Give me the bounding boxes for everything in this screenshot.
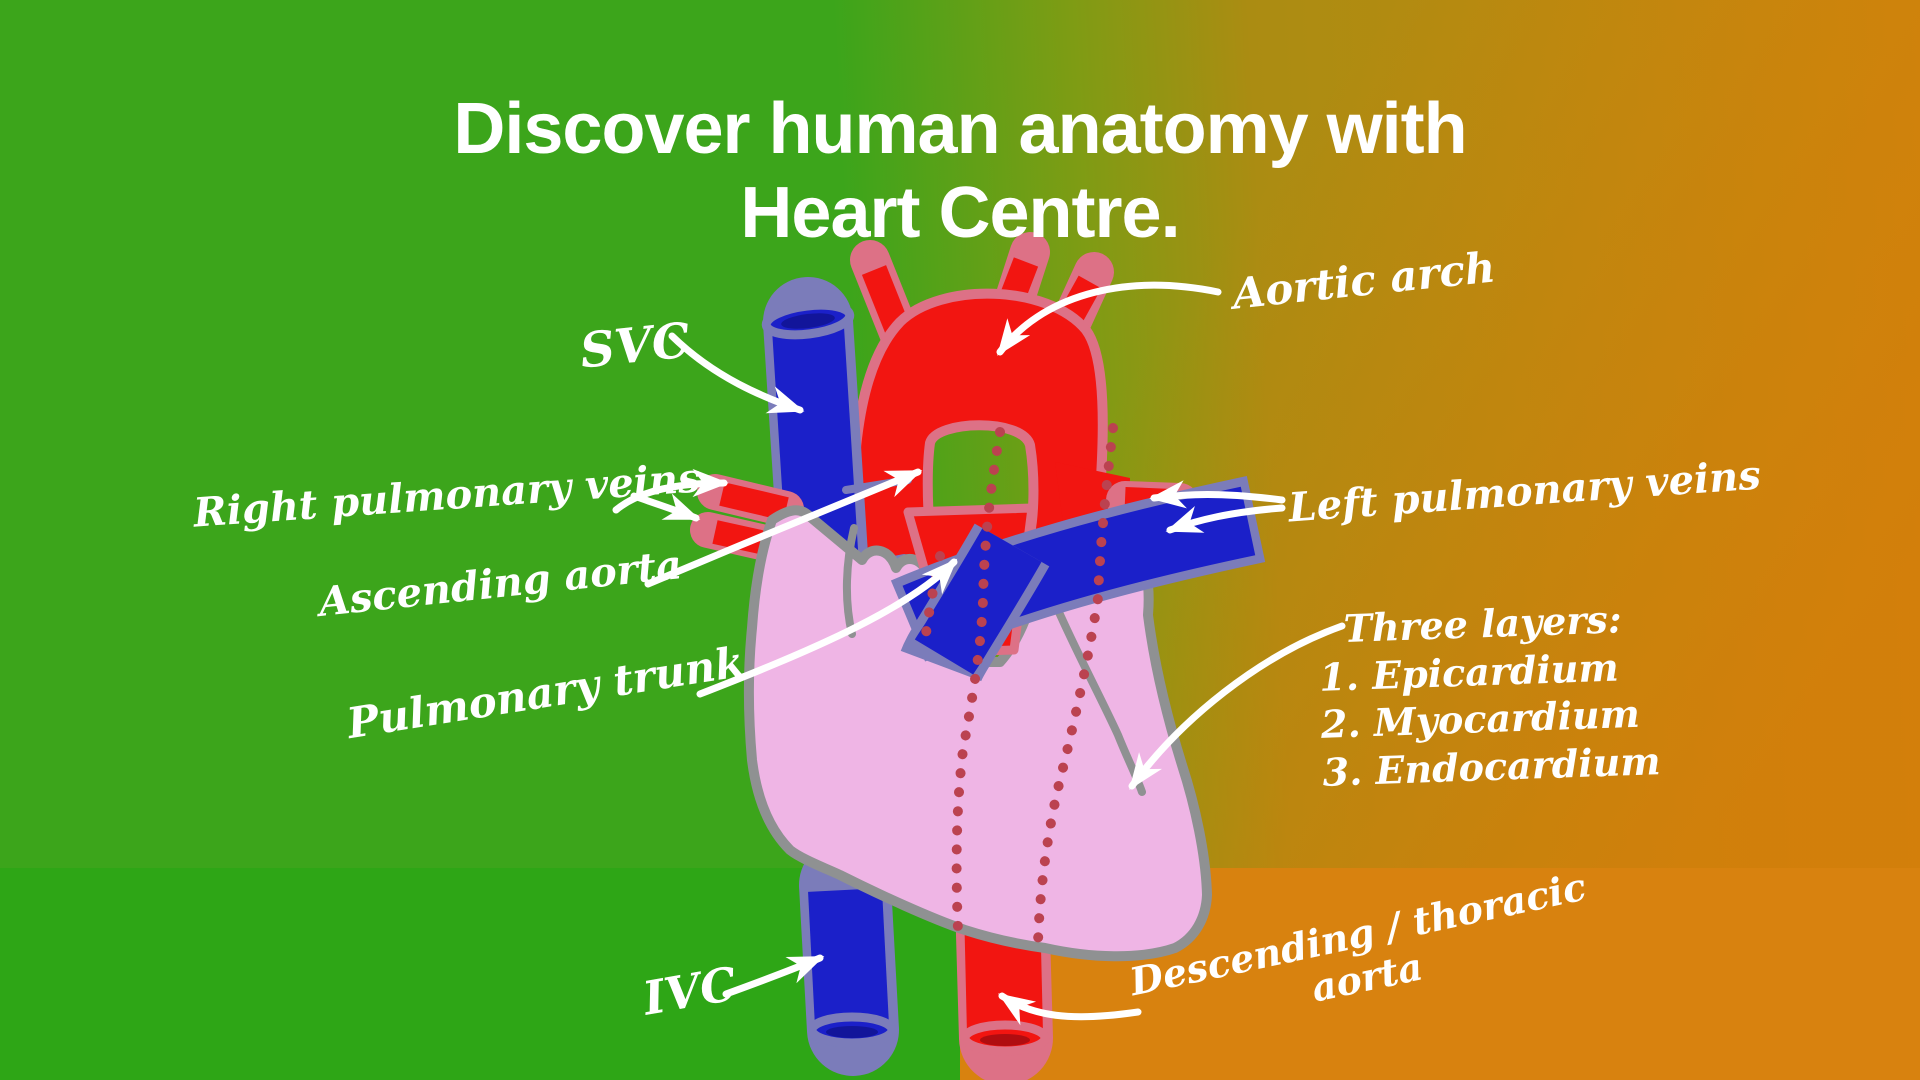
poster-title-line1: Discover human anatomy with [453,89,1467,169]
arrow-left-pulmonary-veins-lower [1165,504,1286,534]
arrow-aortic-arch [996,281,1222,356]
arrow-three-layers [1128,622,1346,790]
coronary-dotted-lines [920,423,1118,947]
label-svc: SVC [577,312,693,380]
arrow-right-pulmonary-veins-lower [630,492,701,522]
arrow-left-pulmonary-veins-upper [1149,480,1286,509]
arrow-right-pulmonary-veins-upper [612,468,729,514]
poster-title: Discover human anatomy with Heart Centre… [0,88,1920,255]
arrow-svc [668,332,805,414]
ivc-vessel [799,839,899,1076]
annotation-arrows [612,281,1346,1026]
arrow-pulmonary-trunk [696,558,958,698]
arrow-ascending-aorta [644,468,923,588]
arrow-ivc [722,954,825,998]
arrow-descending-aorta [998,992,1142,1026]
label-three-layers: Three layers: 1. Epicardium 2. Myocardiu… [1317,594,1661,796]
poster-title-line2: Heart Centre. [740,172,1180,253]
